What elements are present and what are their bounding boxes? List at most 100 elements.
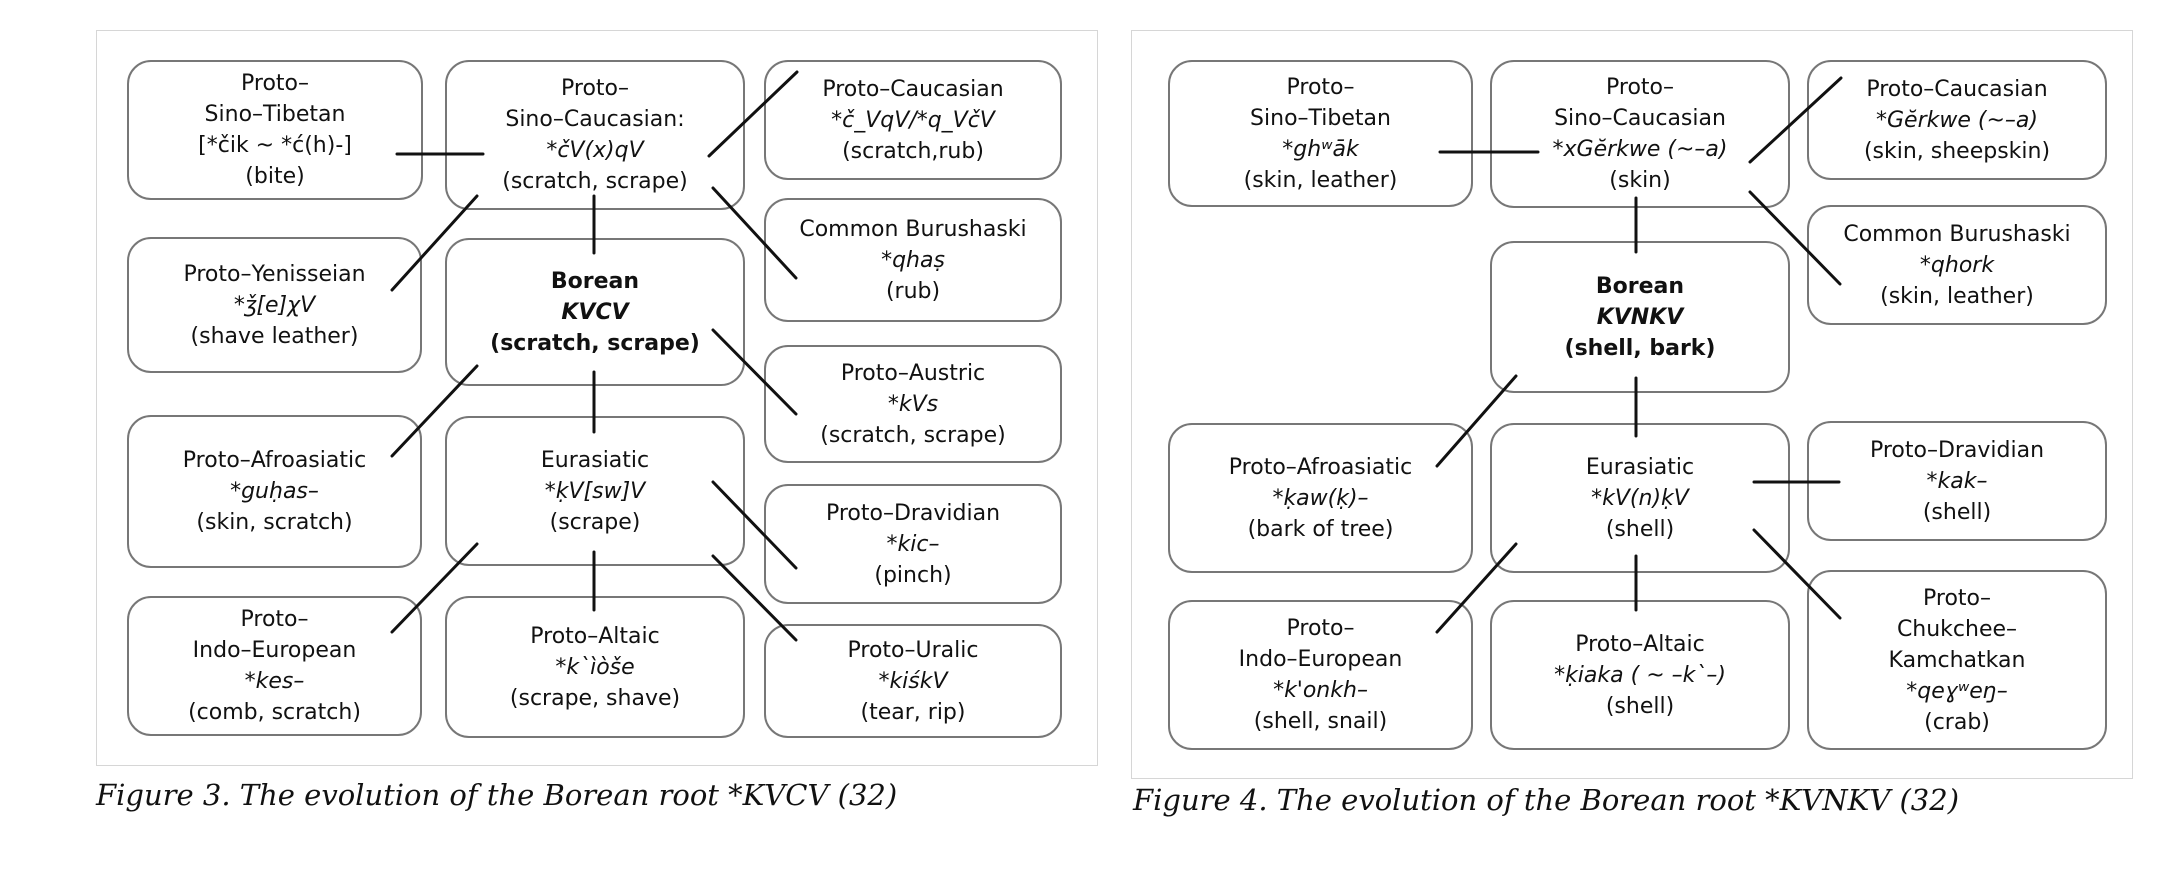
node-form: *kic– [886, 531, 940, 557]
node-label: Proto– [240, 607, 309, 632]
node-form: *qhork [1919, 252, 1995, 278]
node-label: Proto– [241, 71, 309, 96]
node-proto-uralic: Proto–Uralic *kiśkV (tear, rip) [764, 624, 1062, 738]
node-gloss: (skin, sheepskin) [1863, 138, 2051, 164]
node-gloss: (rub) [885, 278, 941, 304]
node-gloss: (scrape, shave) [509, 685, 681, 711]
node-gloss: (shell) [1922, 499, 1992, 525]
node-gloss: (scratch, scrape) [490, 330, 700, 356]
node-form: *ǯ[e]χV [233, 292, 316, 318]
node-label: Eurasiatic [540, 447, 650, 473]
node-proto-afroasiatic: Proto–Afroasiatic *guḥas– (skin, scratch… [127, 415, 422, 568]
node-form: *ghʷāk [1282, 136, 1359, 162]
node-label: Proto–Caucasian [822, 76, 1004, 102]
node-eurasiatic: Eurasiatic *ḳV[sw]V (scrape) [445, 416, 745, 566]
node-gloss: (skin, scratch) [196, 510, 353, 535]
node-label: Common Burushaski [799, 216, 1027, 242]
node-form: *xGĕrkwe (~–a) [1552, 137, 1728, 162]
node-label: Proto–Altaic [1575, 631, 1705, 657]
node-form: *kes– [244, 669, 305, 694]
node-proto-dravidian: Proto–Dravidian *kak– (shell) [1807, 421, 2107, 541]
node-label: Sino–Tibetan [1250, 105, 1391, 131]
node-gloss: (shell) [1605, 516, 1675, 542]
node-gloss: (pinch) [874, 562, 952, 588]
node-gloss: (scratch, scrape) [502, 169, 688, 194]
node-proto-sino-caucasian: Proto– Sino–Caucasian: *čV(x)qV (scratch… [445, 60, 745, 210]
figure-4-caption: Figure 4. The evolution of the Borean ro… [1133, 783, 1960, 817]
node-label: Eurasiatic [1585, 454, 1695, 480]
node-proto-sino-tibetan: Proto– Sino–Tibetan [*čik ~ *ć(h)-] (bit… [127, 60, 423, 200]
node-common-burushaski: Common Burushaski *qhaṣ (rub) [764, 198, 1062, 322]
node-form: *ḳaw(ḳ)– [1272, 485, 1369, 511]
node-gloss: (scratch, scrape) [820, 422, 1006, 448]
node-proto-austric: Proto–Austric *kVs (scratch, scrape) [764, 345, 1062, 463]
node-label: Sino–Caucasian: [505, 107, 685, 132]
node-gloss: (comb, scratch) [188, 700, 361, 725]
node-gloss: (shell, snail) [1253, 709, 1388, 734]
node-form: *čV(x)qV [546, 138, 644, 163]
node-form: *kV(n)ḳV [1591, 485, 1689, 511]
node-form: *ḳV[sw]V [544, 478, 646, 504]
figure-3-caption: Figure 3. The evolution of the Borean ro… [96, 778, 898, 812]
node-proto-chukchee-kamchatkan: Proto– Chukchee– Kamchatkan *qeɣʷeŋ– (cr… [1807, 570, 2107, 750]
node-form: *č_VqV/*q_VčV [831, 107, 995, 133]
node-label: Proto– [1606, 75, 1674, 100]
node-borean: Borean KVNKV (shell, bark) [1490, 241, 1790, 393]
node-proto-altaic: Proto–Altaic *ḳiaka ( ~ –k`–) (shell) [1490, 600, 1790, 750]
node-proto-altaic: Proto–Altaic *k`ìòše (scrape, shave) [445, 596, 745, 738]
node-label: Proto– [1286, 616, 1355, 641]
node-label: Proto–Afroasiatic [182, 448, 367, 473]
node-proto-indo-european: Proto– Indo–European *k'onkh– (shell, sn… [1168, 600, 1473, 750]
node-form: *qhaṣ [881, 247, 945, 273]
node-label: Indo–European [1238, 647, 1403, 672]
node-gloss: (shave leather) [190, 323, 359, 349]
node-proto-dravidian: Proto–Dravidian *kic– (pinch) [764, 484, 1062, 604]
node-proto-caucasian: Proto–Caucasian *Gĕrkwe (~–a) (skin, she… [1807, 60, 2107, 180]
node-gloss: (bark of tree) [1247, 516, 1394, 542]
node-form: *kiśkV [878, 668, 948, 694]
node-gloss: (bite) [245, 164, 305, 189]
node-gloss: (skin) [1609, 168, 1671, 193]
node-form: *k`ìòše [555, 654, 635, 680]
node-label: Proto–Dravidian [825, 500, 1001, 526]
node-label: Proto–Altaic [530, 623, 660, 649]
node-label: Proto–Dravidian [1869, 437, 2045, 463]
node-form: *guḥas– [230, 479, 319, 504]
node-borean: Borean KVCV (scratch, scrape) [445, 238, 745, 386]
node-form: KVCV [561, 299, 629, 325]
node-form: *k'onkh– [1273, 678, 1368, 703]
node-label: Proto–Caucasian [1866, 76, 2048, 102]
node-label: Proto–Afroasiatic [1228, 454, 1413, 480]
node-eurasiatic: Eurasiatic *kV(n)ḳV (shell) [1490, 423, 1790, 573]
node-proto-sino-caucasian: Proto– Sino–Caucasian *xGĕrkwe (~–a) (sk… [1490, 60, 1790, 208]
node-form: KVNKV [1596, 304, 1684, 330]
node-label: Proto–Austric [840, 360, 986, 386]
node-label: Proto– [1286, 74, 1355, 100]
node-form: *Gĕrkwe (~–a) [1876, 107, 2038, 133]
node-common-burushaski: Common Burushaski *qhork (skin, leather) [1807, 205, 2107, 325]
node-form: *kak– [1926, 468, 1988, 494]
node-label: Proto–Uralic [847, 637, 979, 663]
node-label: Proto– [561, 76, 629, 101]
node-label: Borean [1595, 273, 1685, 299]
node-label: Common Burushaski [1843, 221, 2071, 247]
node-proto-yenisseian: Proto–Yenisseian *ǯ[e]χV (shave leather) [127, 237, 422, 373]
node-gloss: (skin, leather) [1243, 167, 1398, 193]
node-gloss: (scrape) [549, 509, 641, 535]
node-label: Proto–Yenisseian [183, 261, 366, 287]
node-label: Sino–Tibetan [204, 102, 346, 127]
node-label: Proto– [1923, 585, 1991, 611]
node-label: Borean [550, 268, 640, 294]
node-label: Sino–Caucasian [1554, 106, 1726, 131]
node-label: Chukchee– [1896, 616, 2018, 642]
node-form: [*čik ~ *ć(h)-] [198, 133, 352, 158]
node-label: Kamchatkan [1888, 647, 2026, 673]
node-form: *ḳiaka ( ~ –k`–) [1554, 662, 1726, 688]
node-gloss: (shell, bark) [1564, 335, 1716, 361]
node-proto-caucasian: Proto–Caucasian *č_VqV/*q_VčV (scratch,r… [764, 60, 1062, 180]
node-proto-indo-european: Proto– Indo–European *kes– (comb, scratc… [127, 596, 422, 736]
node-proto-sino-tibetan: Proto– Sino–Tibetan *ghʷāk (skin, leathe… [1168, 60, 1473, 207]
node-form: *qeɣʷeŋ– [1906, 678, 2008, 704]
node-gloss: (scratch,rub) [842, 138, 984, 164]
node-form: *kVs [887, 391, 939, 417]
